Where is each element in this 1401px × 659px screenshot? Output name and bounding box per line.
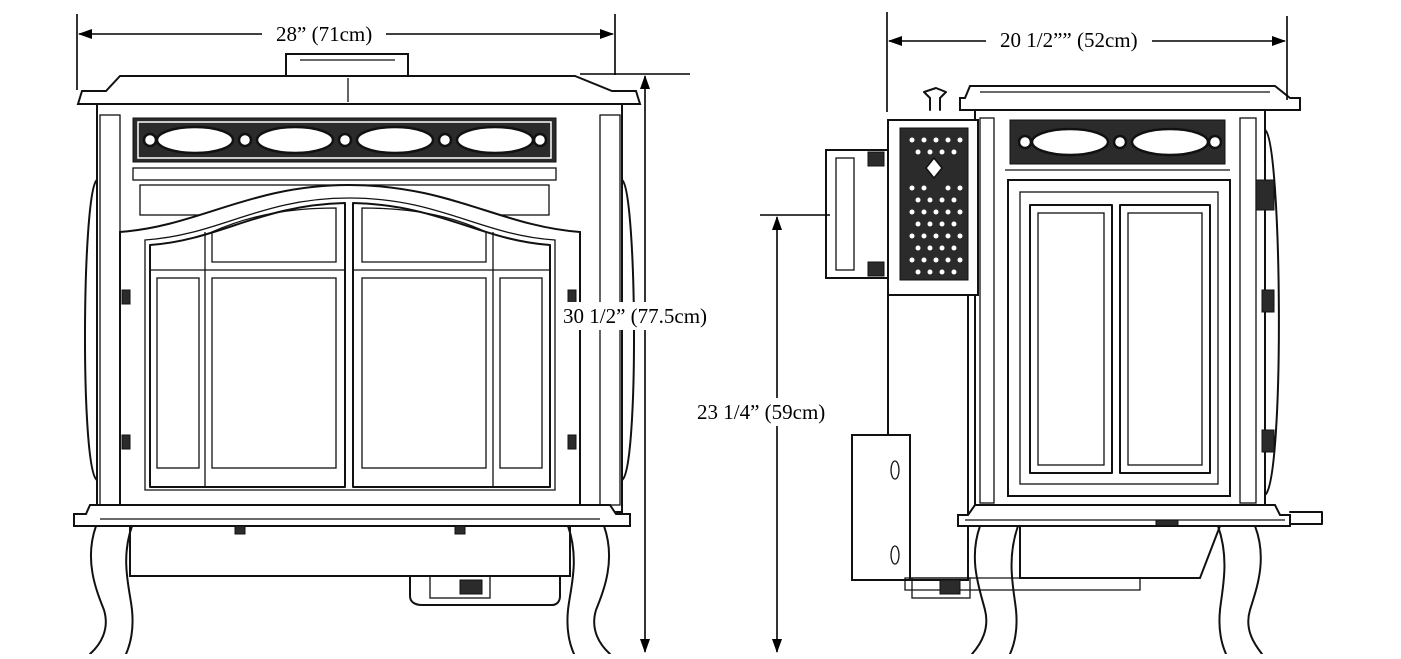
side-top-plate bbox=[959, 85, 1301, 111]
dimension-lines bbox=[76, 12, 1288, 653]
front-right-door bbox=[352, 202, 551, 488]
front-height-label: 30 1/2” (77.5cm) bbox=[559, 302, 712, 330]
front-top-plate bbox=[76, 75, 642, 105]
front-flue-collar bbox=[285, 53, 409, 77]
side-view-stove bbox=[825, 85, 1323, 655]
front-width-label: 28” (71cm) bbox=[262, 22, 387, 46]
side-depth-label: 20 1/2”” (52cm) bbox=[986, 28, 1152, 52]
front-right-leg bbox=[593, 525, 611, 655]
side-right-leg bbox=[1247, 525, 1263, 655]
side-flue-height-label: 23 1/4” (59cm) bbox=[693, 398, 830, 426]
front-view-stove bbox=[73, 53, 642, 655]
front-base-plate bbox=[73, 504, 631, 527]
side-base-plate bbox=[957, 504, 1291, 527]
front-left-door bbox=[149, 202, 346, 488]
side-flue-adapter bbox=[825, 149, 889, 279]
front-left-leg bbox=[89, 525, 107, 655]
side-left-leg bbox=[971, 525, 988, 655]
